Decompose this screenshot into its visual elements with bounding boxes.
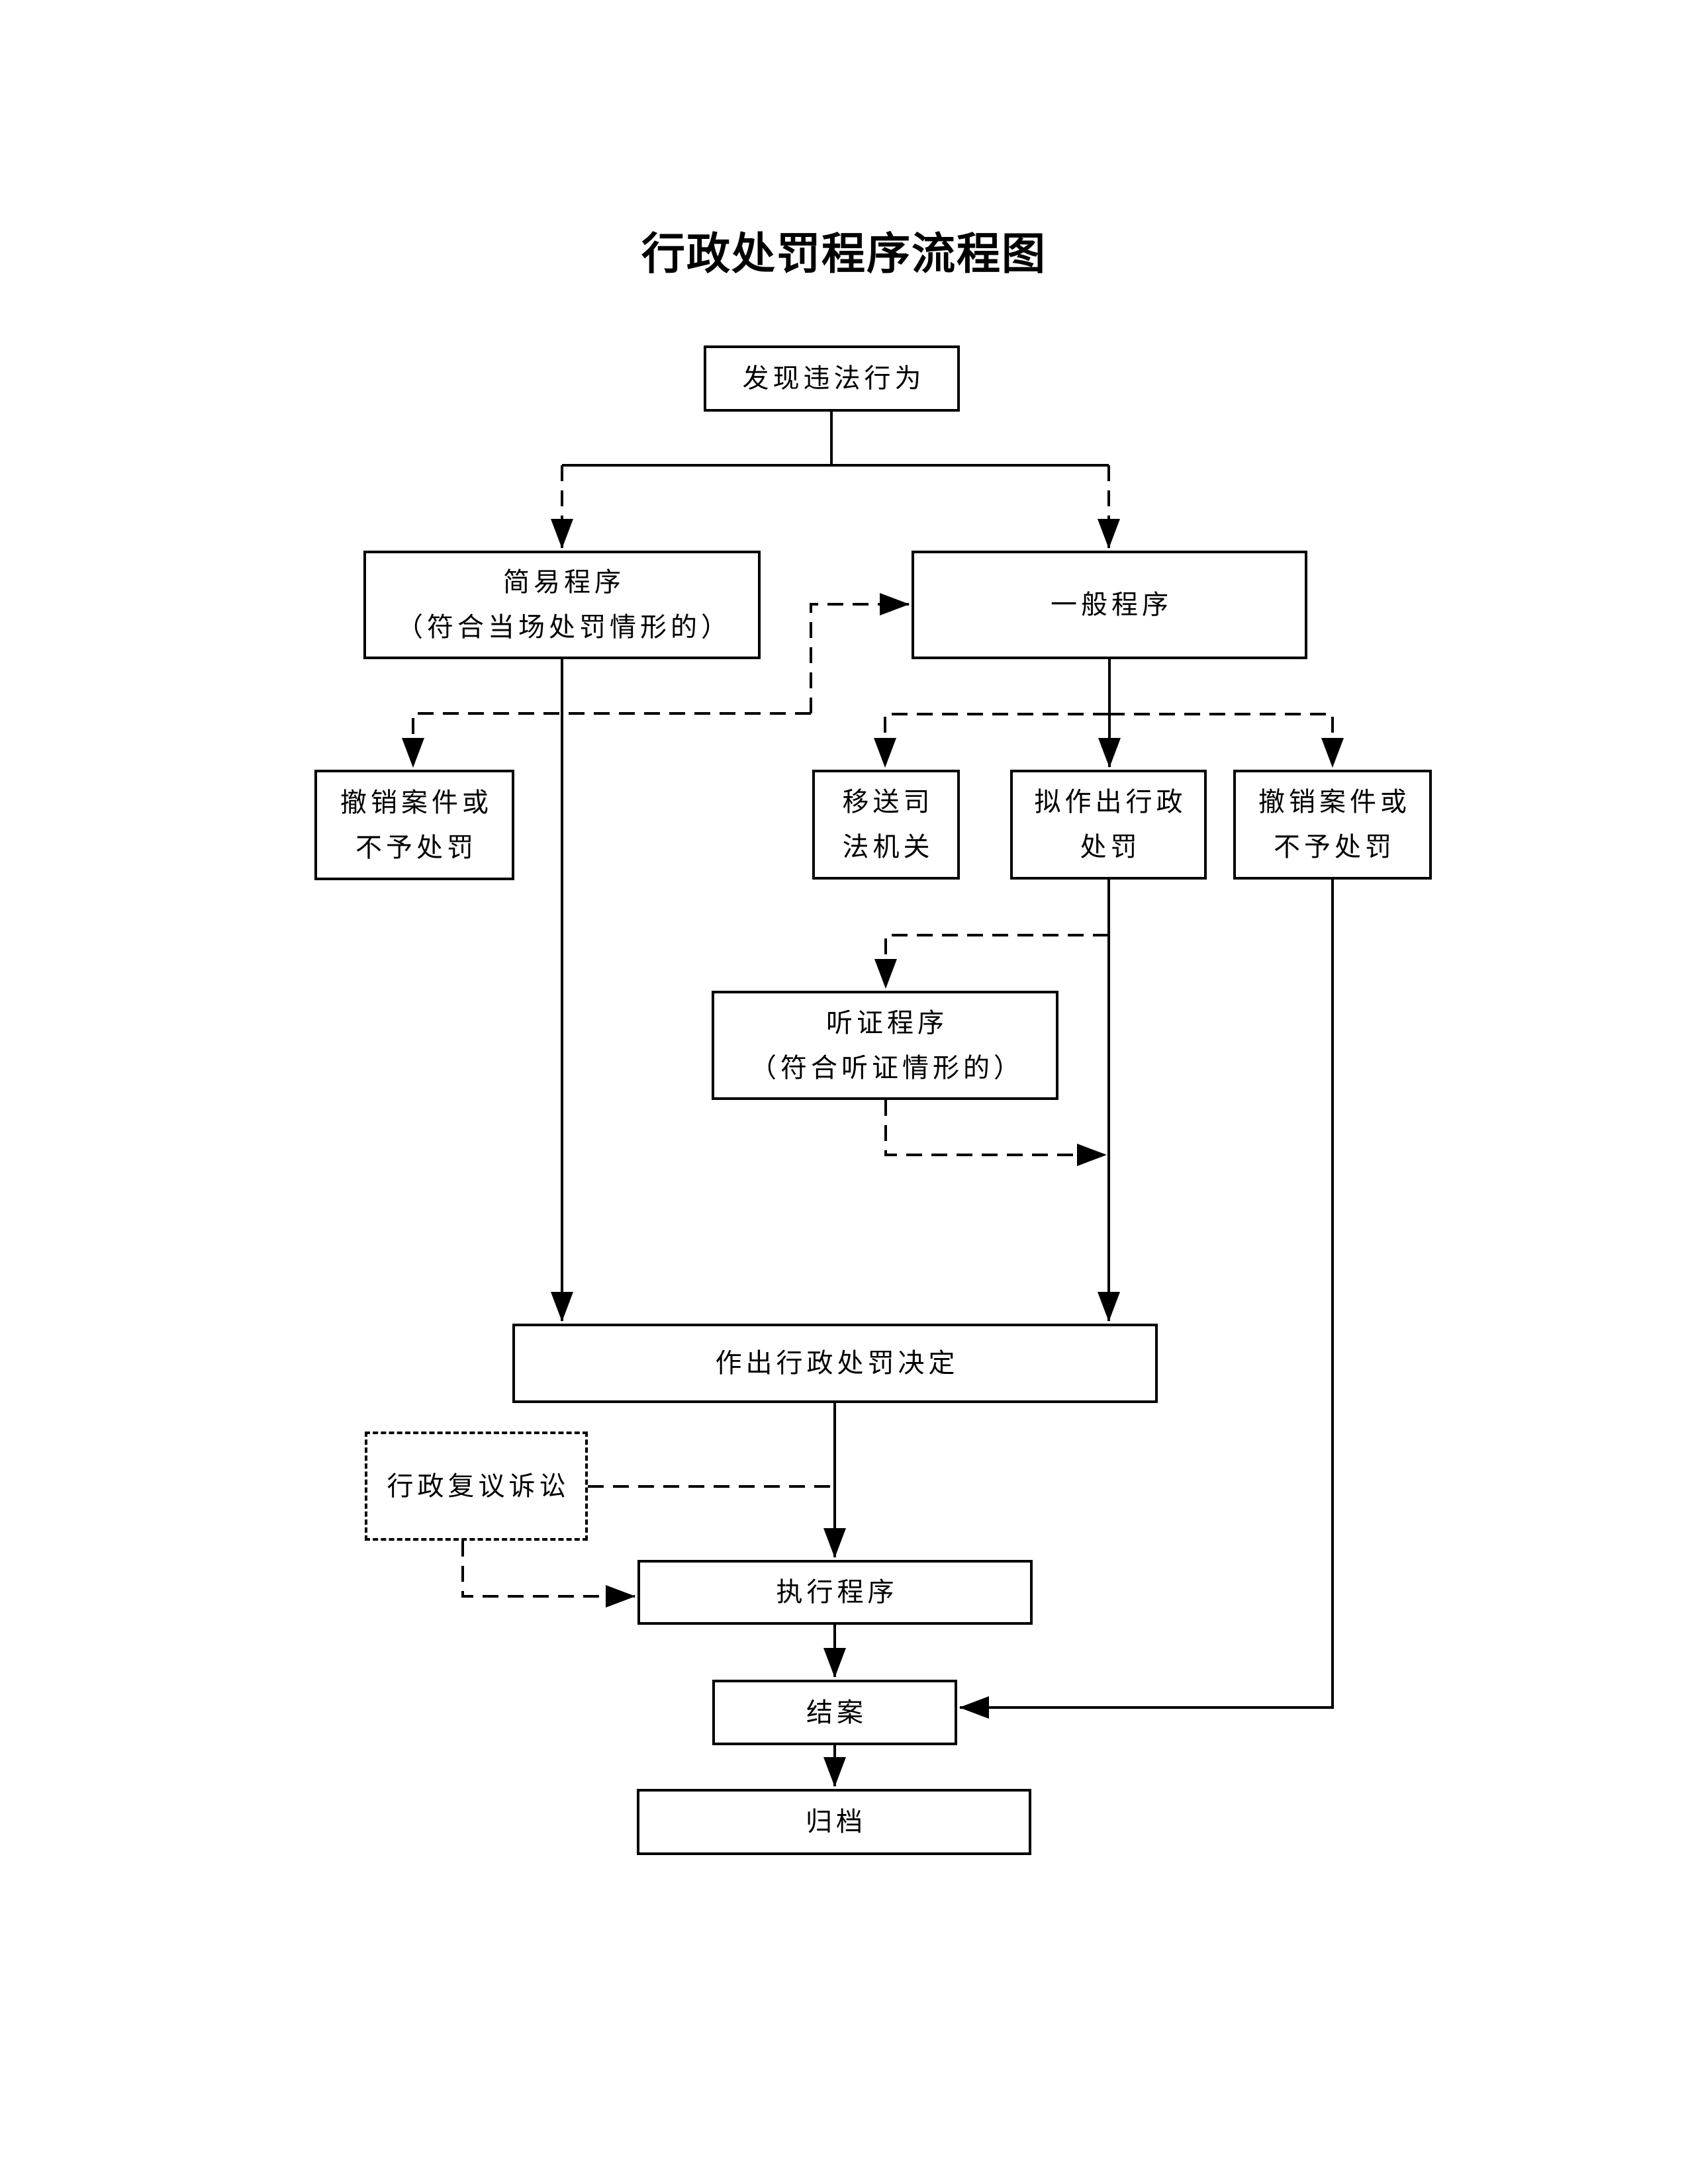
node-withdraw-case-left: 撤销案件或 不予处罚 bbox=[314, 770, 514, 880]
node-label: 听证程序 bbox=[826, 1007, 948, 1038]
node-case-closed: 结案 bbox=[712, 1680, 957, 1745]
node-label: 撤销案件或 bbox=[1258, 787, 1411, 817]
node-label: 行政复议诉讼 bbox=[387, 1471, 570, 1501]
node-transfer-judicial: 移送司 法机关 bbox=[812, 770, 960, 880]
node-label: 归档 bbox=[806, 1807, 867, 1837]
node-sublabel: 不予处罚 bbox=[355, 832, 477, 862]
node-hearing-procedure: 听证程序 （符合听证情形的） bbox=[712, 991, 1058, 1100]
connector-dismiss-right-to-close bbox=[959, 880, 1334, 1719]
connector-review-to-execute bbox=[461, 1541, 635, 1608]
connector-branch-dismiss-left bbox=[402, 712, 811, 768]
page-title: 行政处罚程序流程图 bbox=[641, 229, 1047, 278]
connector-branch-transfer bbox=[874, 713, 1109, 768]
connector-to-hearing bbox=[874, 934, 1109, 989]
node-sublabel: （符合当场处罚情形的） bbox=[397, 612, 731, 642]
node-general-procedure: 一般程序 bbox=[912, 551, 1307, 659]
node-label: 撤销案件或 bbox=[340, 787, 492, 817]
node-archive: 归档 bbox=[637, 1789, 1031, 1855]
connector-hearing-return bbox=[884, 1100, 1107, 1166]
node-withdraw-case-right: 撤销案件或 不予处罚 bbox=[1233, 770, 1432, 880]
node-label: 结案 bbox=[806, 1697, 867, 1727]
node-execution-procedure: 执行程序 bbox=[637, 1560, 1033, 1625]
node-discover-violation: 发现违法行为 bbox=[704, 345, 960, 412]
node-proposed-penalty: 拟作出行政 处罚 bbox=[1010, 770, 1207, 880]
node-sublabel: 处罚 bbox=[1080, 832, 1141, 862]
node-admin-review-litigation: 行政复议诉讼 bbox=[365, 1432, 588, 1541]
node-label: 作出行政处罚决定 bbox=[715, 1348, 959, 1378]
node-label: 拟作出行政 bbox=[1034, 787, 1187, 817]
node-label: 一般程序 bbox=[1051, 590, 1172, 619]
node-sublabel: 法机关 bbox=[842, 832, 934, 862]
connector-branch-dismiss-right bbox=[1109, 713, 1344, 768]
node-sublabel: （符合听证情形的） bbox=[750, 1052, 1024, 1083]
node-label: 执行程序 bbox=[776, 1577, 898, 1607]
node-simple-procedure: 简易程序 （符合当场处罚情形的） bbox=[363, 551, 761, 659]
node-label: 发现违法行为 bbox=[742, 363, 925, 393]
node-label: 简易程序 bbox=[503, 567, 625, 597]
node-sublabel: 不予处罚 bbox=[1274, 832, 1395, 862]
node-label: 移送司 bbox=[842, 787, 934, 817]
node-penalty-decision: 作出行政处罚决定 bbox=[512, 1324, 1158, 1403]
connector-branch-to-general bbox=[810, 593, 910, 713]
